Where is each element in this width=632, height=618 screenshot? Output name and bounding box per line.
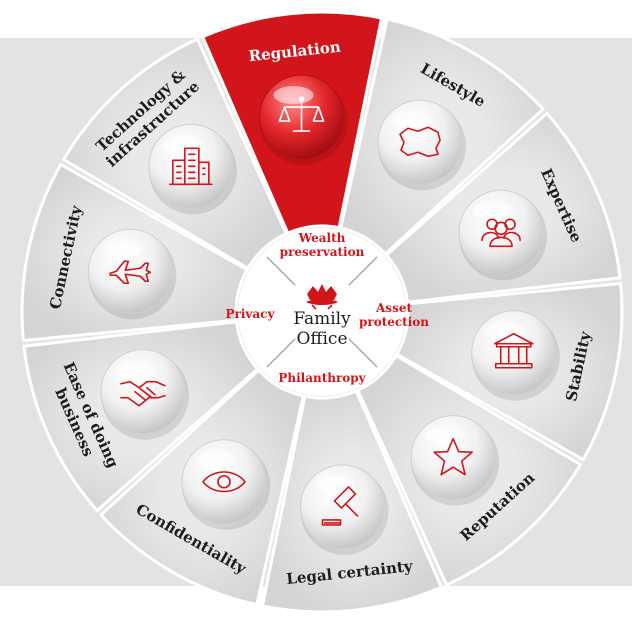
- center-item-philanthropy: Philanthropy: [278, 371, 366, 385]
- segment-bubble: [87, 228, 177, 320]
- segment-bubble: [181, 439, 270, 530]
- segment-lifestyle[interactable]: Lifestyle: [338, 17, 546, 256]
- segment-connectivity[interactable]: Connectivity: [20, 162, 250, 343]
- segment-bubble: [377, 99, 466, 191]
- gavel-icon: [321, 486, 359, 526]
- segment-bubble: [100, 349, 189, 440]
- center-title-line1: Family: [293, 309, 351, 329]
- center-item-wealth-line2: preservation: [280, 245, 365, 259]
- segment-bubble: [458, 189, 548, 281]
- segment-bubble: [471, 310, 560, 401]
- office-buildings-icon: [169, 147, 213, 186]
- bank-building-icon: [493, 332, 534, 369]
- eye-icon: [202, 471, 246, 493]
- people-group-icon: [481, 218, 521, 248]
- handshake-icon: [120, 380, 166, 407]
- segment-expertise[interactable]: Expertise: [384, 111, 622, 304]
- island-map-icon: [399, 126, 441, 158]
- center-title-line2: Office: [296, 329, 347, 349]
- center-item-wealth: Wealth: [298, 231, 346, 245]
- segment-bubble: [259, 74, 348, 166]
- center-divider: [348, 256, 378, 286]
- airplane-icon: [109, 260, 152, 285]
- segment-regulation[interactable]: Regulation: [200, 10, 384, 236]
- segment-technology[interactable]: Technology &infrastructure: [61, 37, 289, 271]
- center-item-privacy: Privacy: [226, 307, 276, 321]
- coat-of-arms-icon: [306, 284, 338, 310]
- center-item-asset: Asset: [375, 301, 412, 315]
- segment-legal-certainty[interactable]: Legal certainty: [260, 388, 444, 614]
- segment-bubble: [410, 415, 500, 506]
- segment-stability[interactable]: Stability: [394, 281, 624, 462]
- center-divider: [266, 338, 296, 368]
- center-item-asset-line2: protection: [359, 315, 429, 329]
- scales-icon: [278, 96, 325, 132]
- segment-reputation[interactable]: Reputation: [355, 353, 583, 587]
- segment-bubble: [148, 123, 237, 215]
- segment-bubble: [299, 464, 389, 555]
- center-divider: [266, 256, 296, 286]
- star-icon: [433, 437, 473, 476]
- center-divider: [348, 338, 378, 368]
